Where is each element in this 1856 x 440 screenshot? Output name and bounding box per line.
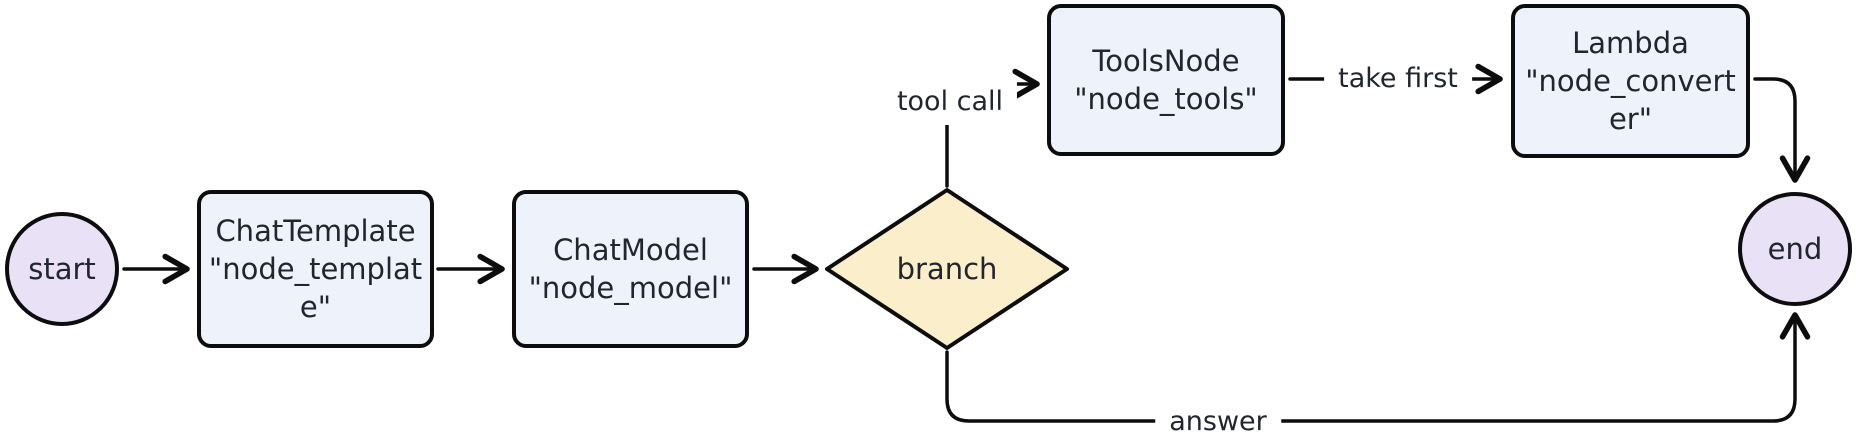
node-chat-template: ChatTemplate "node_templat e" — [197, 190, 434, 348]
node-end-label: end — [1767, 232, 1823, 266]
node-branch-label: branch — [896, 252, 998, 286]
node-end: end — [1738, 192, 1852, 306]
node-chat-model: ChatModel "node_model" — [512, 190, 749, 348]
edge-label-answer: answer — [1155, 399, 1281, 440]
node-chat-model-label: ChatModel "node_model" — [528, 233, 733, 305]
node-converter: Lambda "node_convert er" — [1511, 4, 1750, 158]
edge-label-take-first: take first — [1324, 56, 1472, 102]
node-start-label: start — [28, 252, 96, 286]
node-tools-label: ToolsNode "node_tools" — [1074, 44, 1258, 116]
edge-label-tool-call: tool call — [882, 79, 1018, 125]
node-start: start — [5, 212, 119, 326]
node-branch-shape — [825, 188, 1069, 350]
node-converter-label: Lambda "node_convert er" — [1525, 26, 1736, 136]
edge-branch-to-end — [945, 312, 1811, 423]
node-tools: ToolsNode "node_tools" — [1047, 4, 1285, 156]
edge-converter-to-end — [1753, 77, 1811, 183]
node-chat-template-label: ChatTemplate "node_templat e" — [208, 214, 423, 324]
